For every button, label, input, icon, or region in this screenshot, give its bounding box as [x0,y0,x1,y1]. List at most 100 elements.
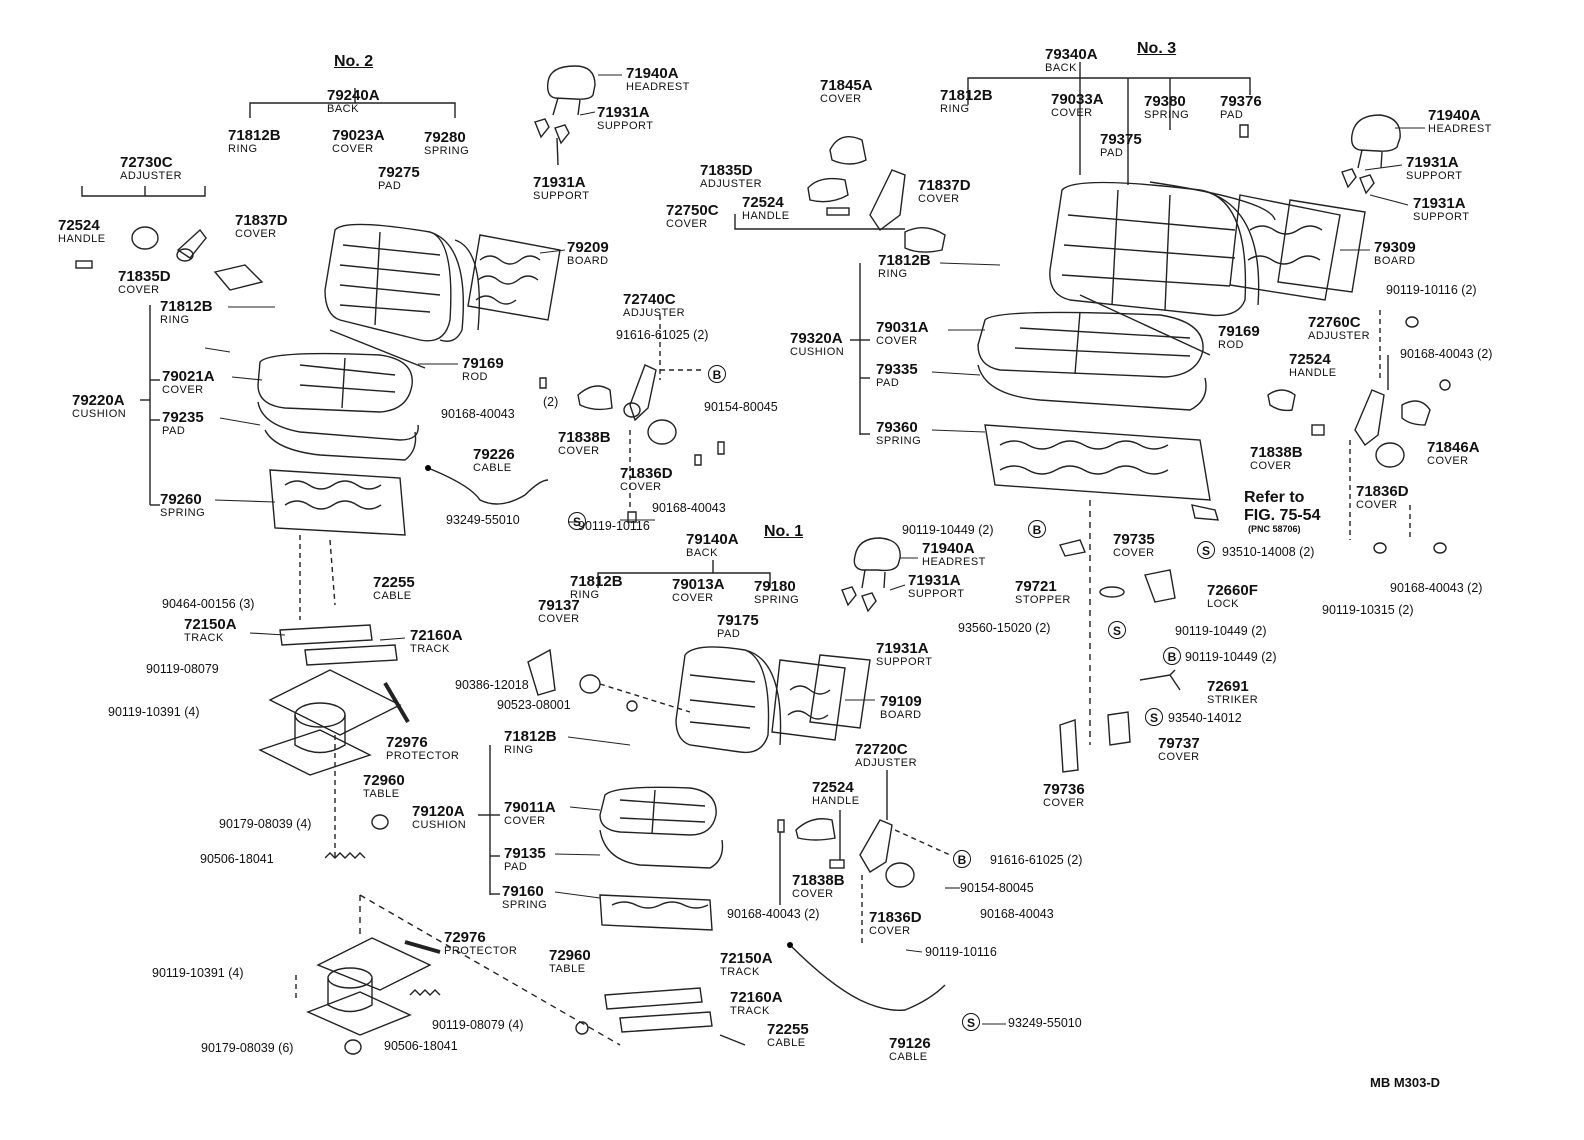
part-name: HANDLE [742,210,790,222]
callout-symbol-s2: S [568,512,586,530]
part-name: PAD [1100,147,1124,159]
part-number: 72691 [1207,678,1249,695]
part-number: 79209 [567,239,609,256]
part-number: 72160A [410,627,463,644]
part-number: 71838B [792,872,845,889]
part-name: SUPPORT [876,656,933,668]
part-number: 79309 [1374,239,1416,256]
part-name: COVER [1356,499,1398,511]
part-name: CUSHION [72,408,127,420]
part-number: 71836D [620,465,673,482]
part-name: CUSHION [790,346,845,358]
fastener-label-f23: 90179-08039 (6) [201,1041,294,1055]
part-name: COVER [1043,797,1085,809]
part-number: 79109 [880,693,922,710]
part-name: TRACK [184,632,224,644]
part-number: 79736 [1043,781,1085,798]
part-name: COVER [1427,455,1469,467]
part-number: 71845A [820,77,873,94]
part-number: 79721 [1015,578,1057,595]
callout-symbol-s8: B [1163,647,1181,665]
fastener-label-f3: (2) [543,395,559,409]
part-name: SPRING [502,899,548,911]
adjuster-72720c-drawing [777,770,951,945]
part-name: ROD [462,371,488,383]
footer-code: MB M303-D [1370,1075,1441,1090]
heading-no2: No. 2 [334,53,374,70]
part-name: RING [570,589,600,601]
part-number: 79160 [502,883,544,900]
part-number: 79376 [1220,93,1262,110]
part-name: HEADREST [626,81,690,93]
part-name: PAD [504,861,528,873]
part-number: 71940A [626,65,679,82]
refer-line1: Refer to [1244,489,1305,506]
refer-line3: (PNC 58706) [1248,524,1301,534]
part-number: 71838B [1250,444,1303,461]
fastener-label-f26: 93560-15020 (2) [958,621,1051,635]
part-number: 72740C [623,291,676,308]
part-number: 72760C [1308,314,1361,331]
part-name: RING [228,143,258,155]
part-number: 79735 [1113,531,1155,548]
part-name: SPRING [1144,109,1190,121]
callout-symbol-s9: S [1145,708,1163,726]
part-name: CABLE [767,1037,806,1049]
part-name: CABLE [889,1051,928,1063]
part-name: PROTECTOR [444,945,518,957]
heading-no3: No. 3 [1137,40,1177,57]
part-number: 79380 [1144,93,1186,110]
part-number: 79737 [1158,735,1200,752]
fastener-label-f33: 90168-40043 (2) [1390,581,1483,595]
part-name: PAD [717,628,741,640]
part-number: 72976 [444,929,486,946]
part-name: COVER [1113,547,1155,559]
callout-symbol-s6: S [1197,541,1215,559]
part-number: 71836D [1356,483,1409,500]
part-name: SPRING [876,435,922,447]
fastener-label-f20: 90119-10391 (4) [152,966,244,980]
part-number: 79169 [462,355,504,372]
part-name: PAD [378,180,402,192]
part-name: PAD [1220,109,1244,121]
right-headrest-adjuster-drawing [1267,114,1451,554]
part-name: SPRING [424,145,470,157]
refer-note: Refer to FIG. 75-54 (PNC 58706) [1244,490,1320,534]
fastener-label-f7: 90119-10116 [578,519,650,533]
part-name: ADJUSTER [1308,330,1371,342]
part-number: 71931A [1413,195,1466,212]
part-number: 79013A [672,576,725,593]
fastener-label-f12: 90523-08001 [497,698,571,712]
part-number: 79240A [327,87,380,104]
part-name: COVER [1051,107,1093,119]
fastener-label-f1: 91616-61025 (2) [616,328,709,342]
